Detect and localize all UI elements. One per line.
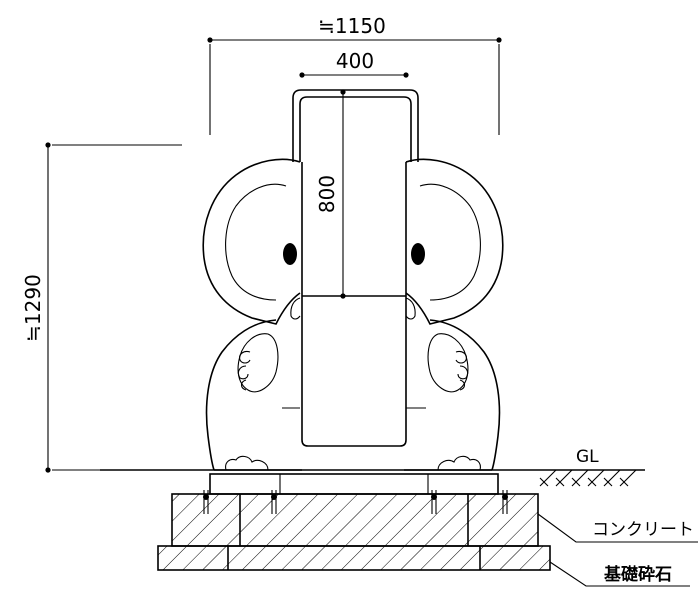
ground-line-label: GL: [576, 447, 599, 467]
dimension-slot-width: 400: [299, 49, 409, 78]
base-plate: [209, 473, 499, 495]
dimension-overall-height: ≒1290: [21, 142, 182, 473]
concrete-label: コンクリート: [592, 520, 694, 540]
elephant-right-half: [404, 158, 504, 471]
dimension-overall-height-label: ≒1290: [21, 274, 45, 342]
elephant-left-half: [202, 158, 302, 471]
crushed-stone-label: 基礎砕石: [603, 564, 672, 585]
elephant-left-eye: [283, 243, 297, 265]
dimension-overall-width: ≒1150: [207, 14, 502, 135]
crushed-stone-layer: [157, 545, 551, 571]
leader-concrete: コンクリート: [537, 513, 698, 543]
ground-line: GL: [100, 447, 645, 487]
dimension-slot-height-label: 800: [315, 175, 339, 213]
dimension-slot-width-label: 400: [336, 49, 374, 73]
central-slot: 800: [292, 89, 419, 447]
leader-crushed-stone: 基礎砕石: [549, 561, 690, 587]
concrete-footing: [171, 490, 539, 547]
dimension-overall-width-label: ≒1150: [318, 14, 386, 38]
elephant-right-eye: [411, 243, 425, 265]
